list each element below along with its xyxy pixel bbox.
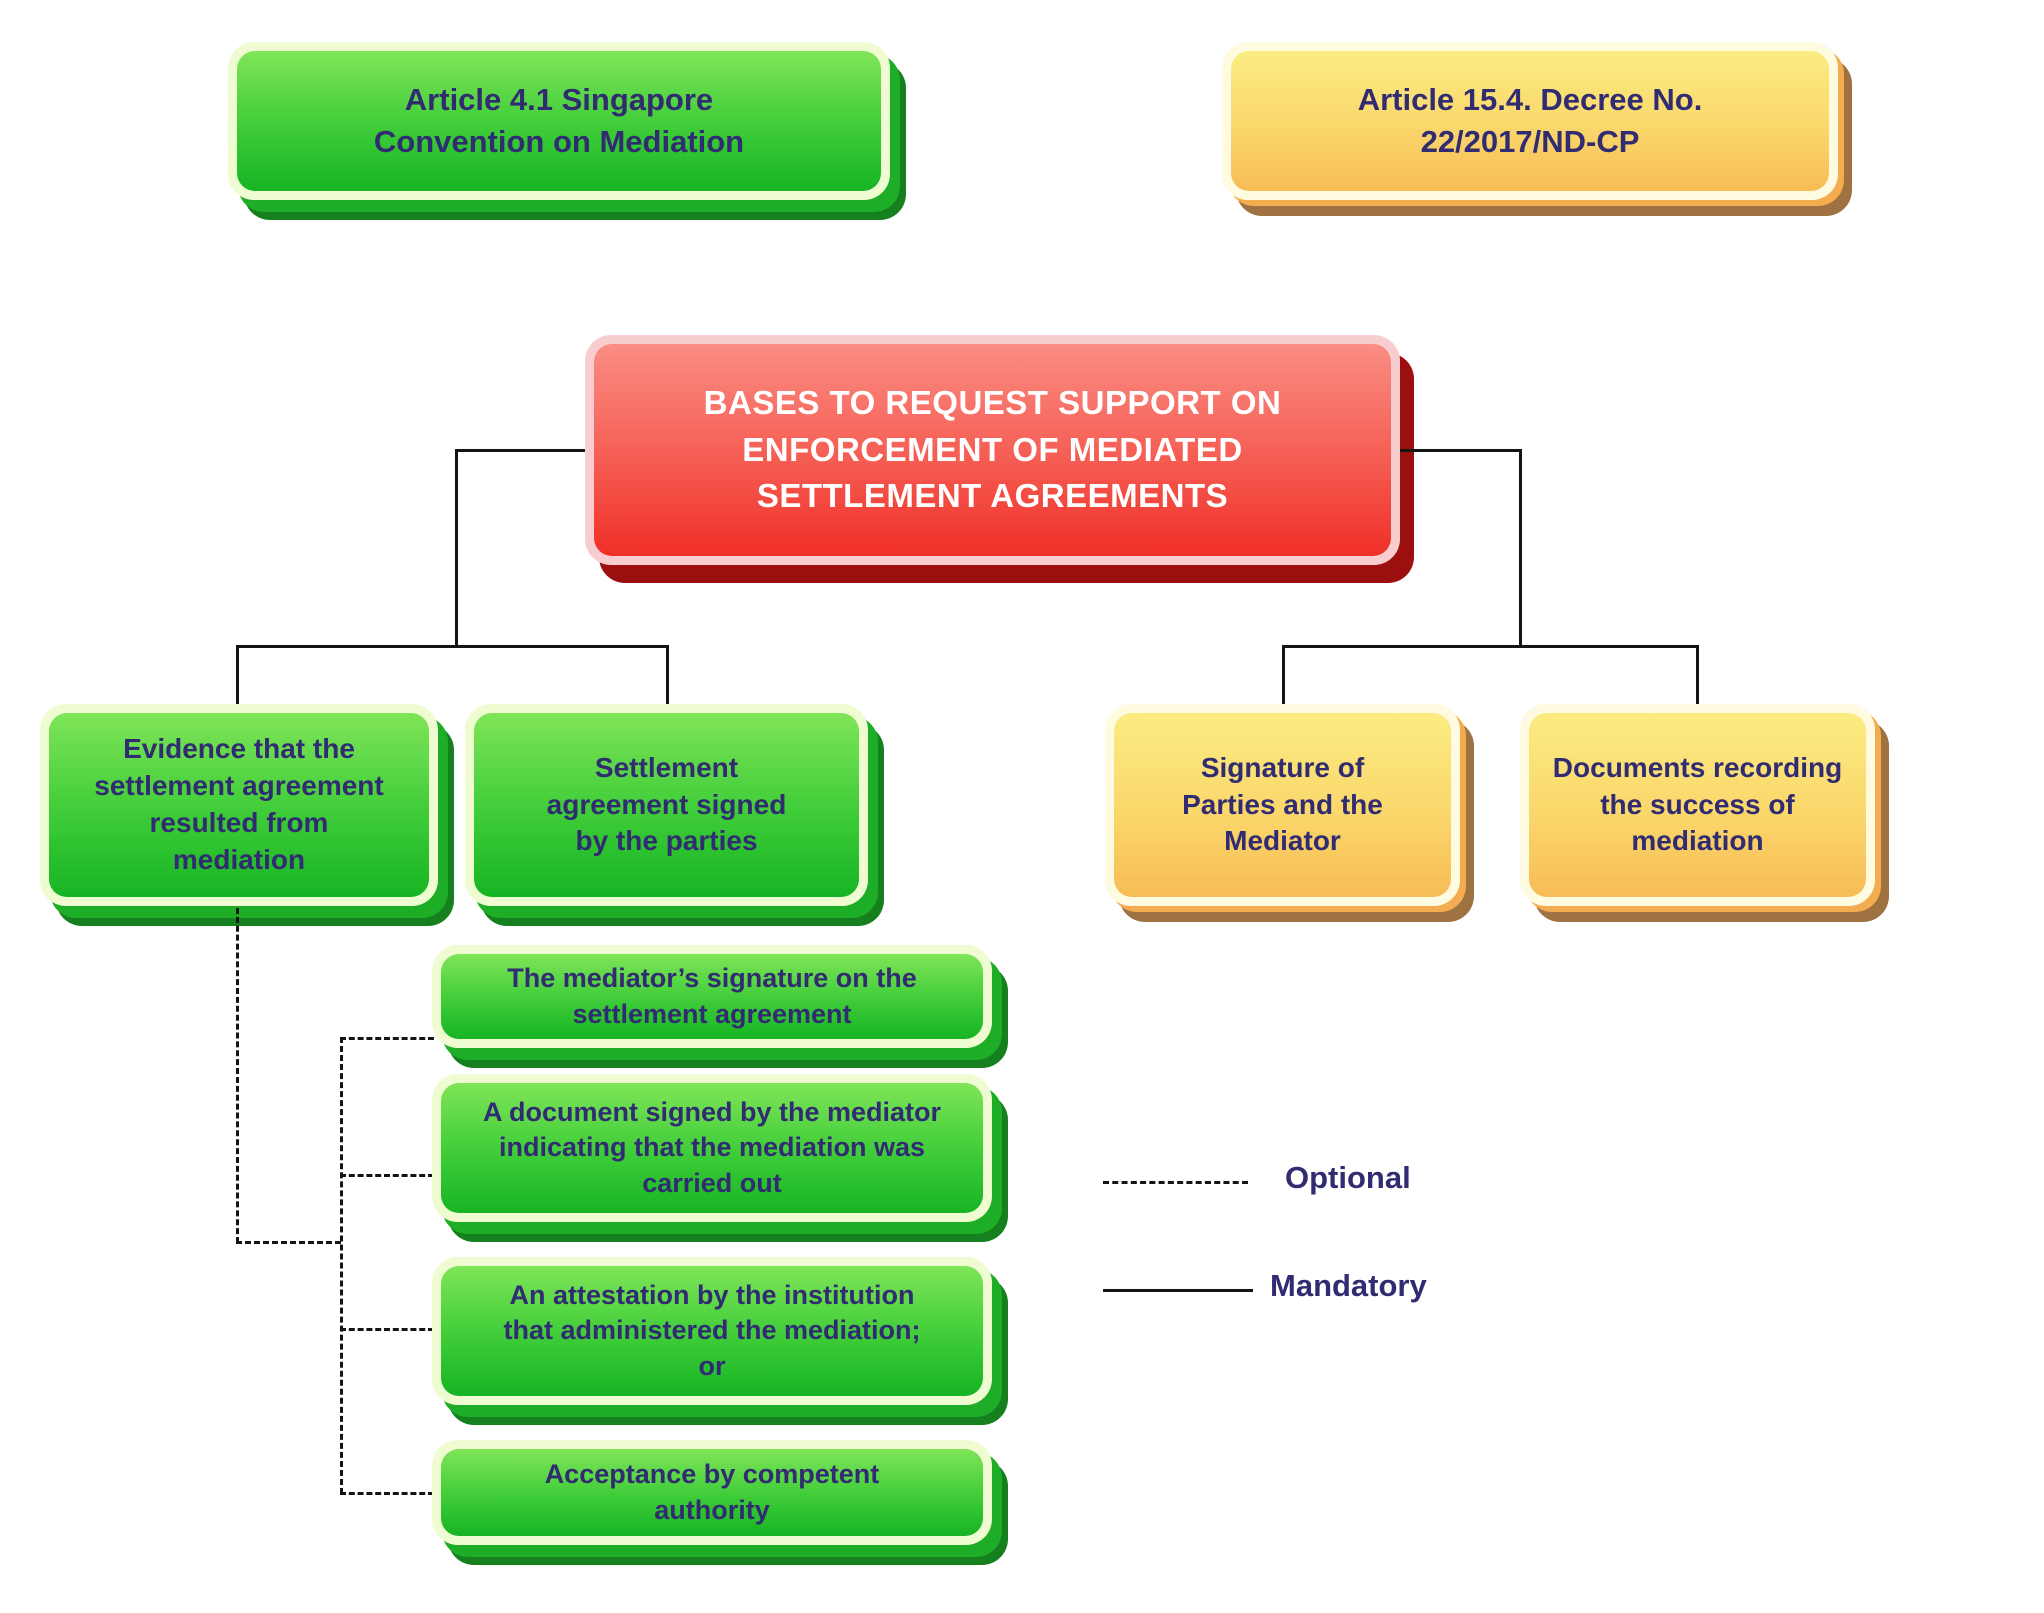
node-settlement-signed-by-parties-label: Settlement agreement signed by the parti… (546, 751, 787, 857)
dashed-evidence-elbow (236, 1241, 341, 1244)
option-attestation-by-institution: An attestation by the institution that a… (432, 1257, 992, 1405)
node-documents-recording-success-label: Documents recording the success of media… (1552, 751, 1843, 857)
option-document-signed-by-mediator: A document signed by the mediator indica… (432, 1074, 992, 1222)
connector-documents-drop (1696, 645, 1699, 707)
option-attestation-by-institution-label: An attestation by the institution that a… (503, 1280, 921, 1381)
dashed-branch-option-4 (340, 1492, 434, 1495)
connector-root-right-vertical (1519, 449, 1522, 646)
connector-right-branch-bar (1282, 645, 1698, 648)
connector-signature-drop (1282, 645, 1285, 707)
option-acceptance-by-authority-label: Acceptance by competent authority (544, 1459, 880, 1525)
dashed-evidence-down (236, 908, 239, 1243)
connector-root-left-horizontal (455, 449, 585, 452)
node-settlement-signed-by-parties: Settlement agreement signed by the parti… (465, 704, 868, 906)
source-box-decree-label: Article 15.4. Decree No. 22/2017/ND-CP (1357, 82, 1703, 159)
node-evidence-of-mediation: Evidence that the settlement agreement r… (40, 704, 438, 906)
root-box-label: BASES TO REQUEST SUPPORT ON ENFORCEMENT … (703, 383, 1282, 515)
node-evidence-of-mediation-label: Evidence that the settlement agreement r… (94, 733, 384, 875)
dashed-options-spine (340, 1037, 343, 1494)
legend-mandatory-label: Mandatory (1270, 1268, 1427, 1303)
dashed-branch-option-1 (340, 1037, 434, 1040)
legend-optional-label: Optional (1285, 1160, 1411, 1195)
connector-root-right-horizontal (1400, 449, 1520, 452)
option-mediator-signature: The mediator’s signature on the settleme… (432, 945, 992, 1048)
node-signature-parties-mediator: Signature of Parties and the Mediator (1105, 704, 1460, 906)
node-documents-recording-success: Documents recording the success of media… (1520, 704, 1875, 906)
connector-left-branch-bar (236, 645, 668, 648)
option-mediator-signature-label: The mediator’s signature on the settleme… (507, 963, 917, 1029)
source-box-singapore-convention-label: Article 4.1 Singapore Convention on Medi… (373, 82, 745, 159)
dashed-branch-option-2 (340, 1174, 434, 1177)
connector-root-left-vertical (455, 449, 458, 646)
connector-evidence-drop (236, 645, 239, 707)
connector-settlement-drop (666, 645, 669, 707)
root-box-bases-to-request-support: BASES TO REQUEST SUPPORT ON ENFORCEMENT … (585, 335, 1400, 565)
node-signature-parties-mediator-label: Signature of Parties and the Mediator (1182, 751, 1383, 857)
option-acceptance-by-authority: Acceptance by competent authority (432, 1440, 992, 1545)
legend-optional-line-sample (1103, 1181, 1248, 1184)
source-box-decree: Article 15.4. Decree No. 22/2017/ND-CP (1222, 42, 1838, 200)
dashed-branch-option-3 (340, 1328, 434, 1331)
source-box-singapore-convention: Article 4.1 Singapore Convention on Medi… (228, 42, 890, 200)
option-document-signed-by-mediator-label: A document signed by the mediator indica… (482, 1097, 942, 1198)
legend-mandatory-line-sample (1103, 1289, 1253, 1292)
